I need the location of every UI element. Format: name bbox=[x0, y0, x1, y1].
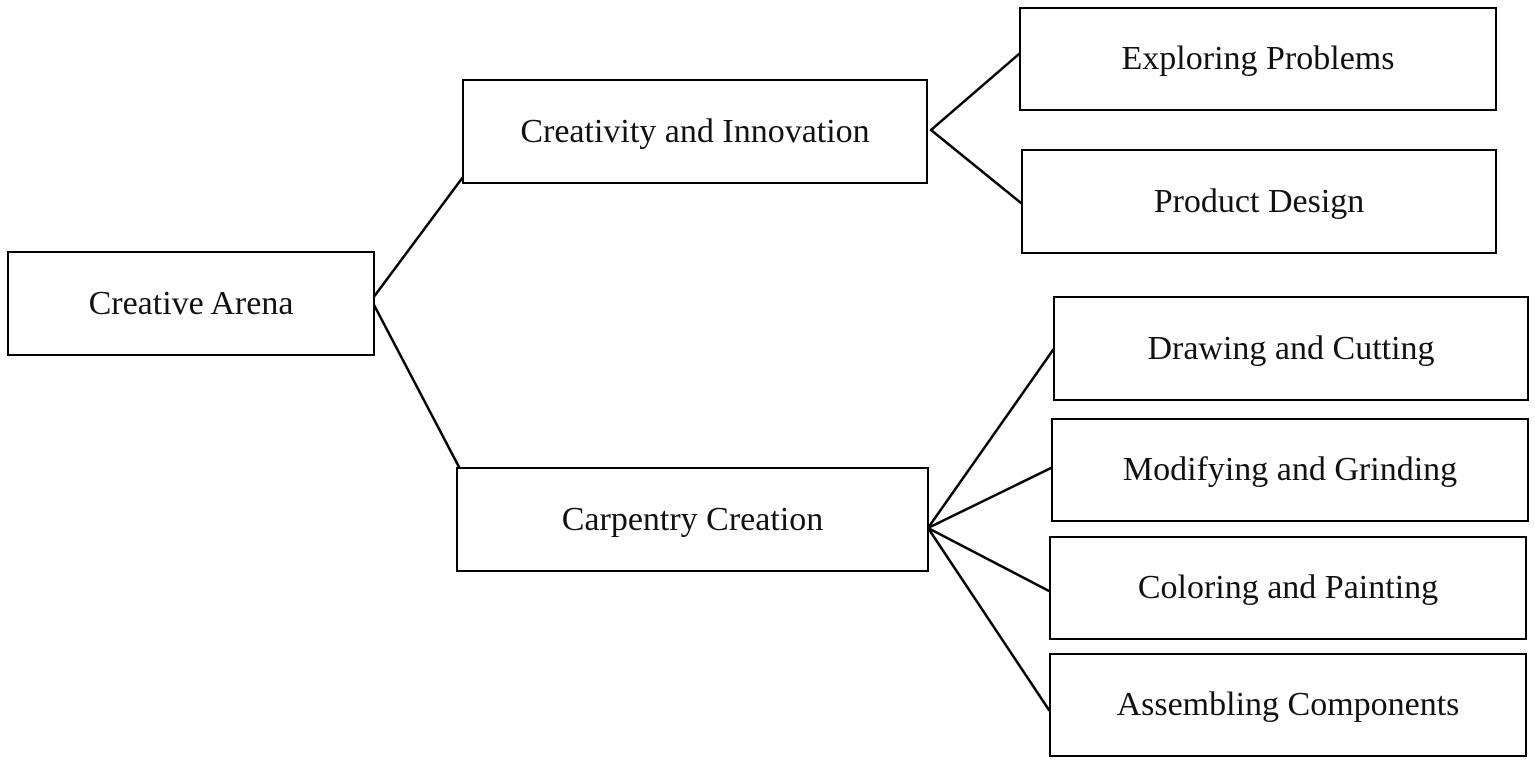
node-carpentry-creation: Carpentry Creation bbox=[456, 467, 929, 572]
node-modifying-and-grinding: Modifying and Grinding bbox=[1051, 418, 1529, 522]
node-assembling-components: Assembling Components bbox=[1049, 653, 1527, 757]
connector-creativity-to-product-design bbox=[929, 128, 1023, 205]
connector-root-to-creativity bbox=[371, 175, 465, 300]
connector-root-to-carpentry bbox=[371, 301, 461, 469]
node-label: Drawing and Cutting bbox=[1147, 329, 1435, 367]
node-label: Carpentry Creation bbox=[561, 500, 824, 538]
node-coloring-and-painting: Coloring and Painting bbox=[1049, 536, 1527, 640]
node-creativity-and-innovation: Creativity and Innovation bbox=[462, 79, 928, 184]
node-exploring-problems: Exploring Problems bbox=[1019, 7, 1497, 111]
node-label: Modifying and Grinding bbox=[1122, 451, 1458, 488]
node-product-design: Product Design bbox=[1021, 149, 1497, 254]
connector-carpentry-to-modifying bbox=[926, 466, 1053, 530]
connector-creativity-to-exploring bbox=[929, 52, 1021, 132]
connector-carpentry-to-assembling bbox=[926, 526, 1051, 712]
node-drawing-and-cutting: Drawing and Cutting bbox=[1053, 296, 1529, 401]
node-label: Exploring Problems bbox=[1121, 40, 1395, 77]
node-label: Creativity and Innovation bbox=[520, 112, 870, 150]
node-label: Coloring and Painting bbox=[1137, 569, 1439, 606]
node-label: Assembling Components bbox=[1116, 686, 1460, 723]
node-creative-arena: Creative Arena bbox=[7, 251, 375, 356]
node-label: Creative Arena bbox=[88, 284, 294, 322]
connector-carpentry-to-drawing bbox=[926, 348, 1055, 530]
node-label: Product Design bbox=[1153, 182, 1365, 220]
connector-carpentry-to-coloring bbox=[926, 526, 1051, 593]
